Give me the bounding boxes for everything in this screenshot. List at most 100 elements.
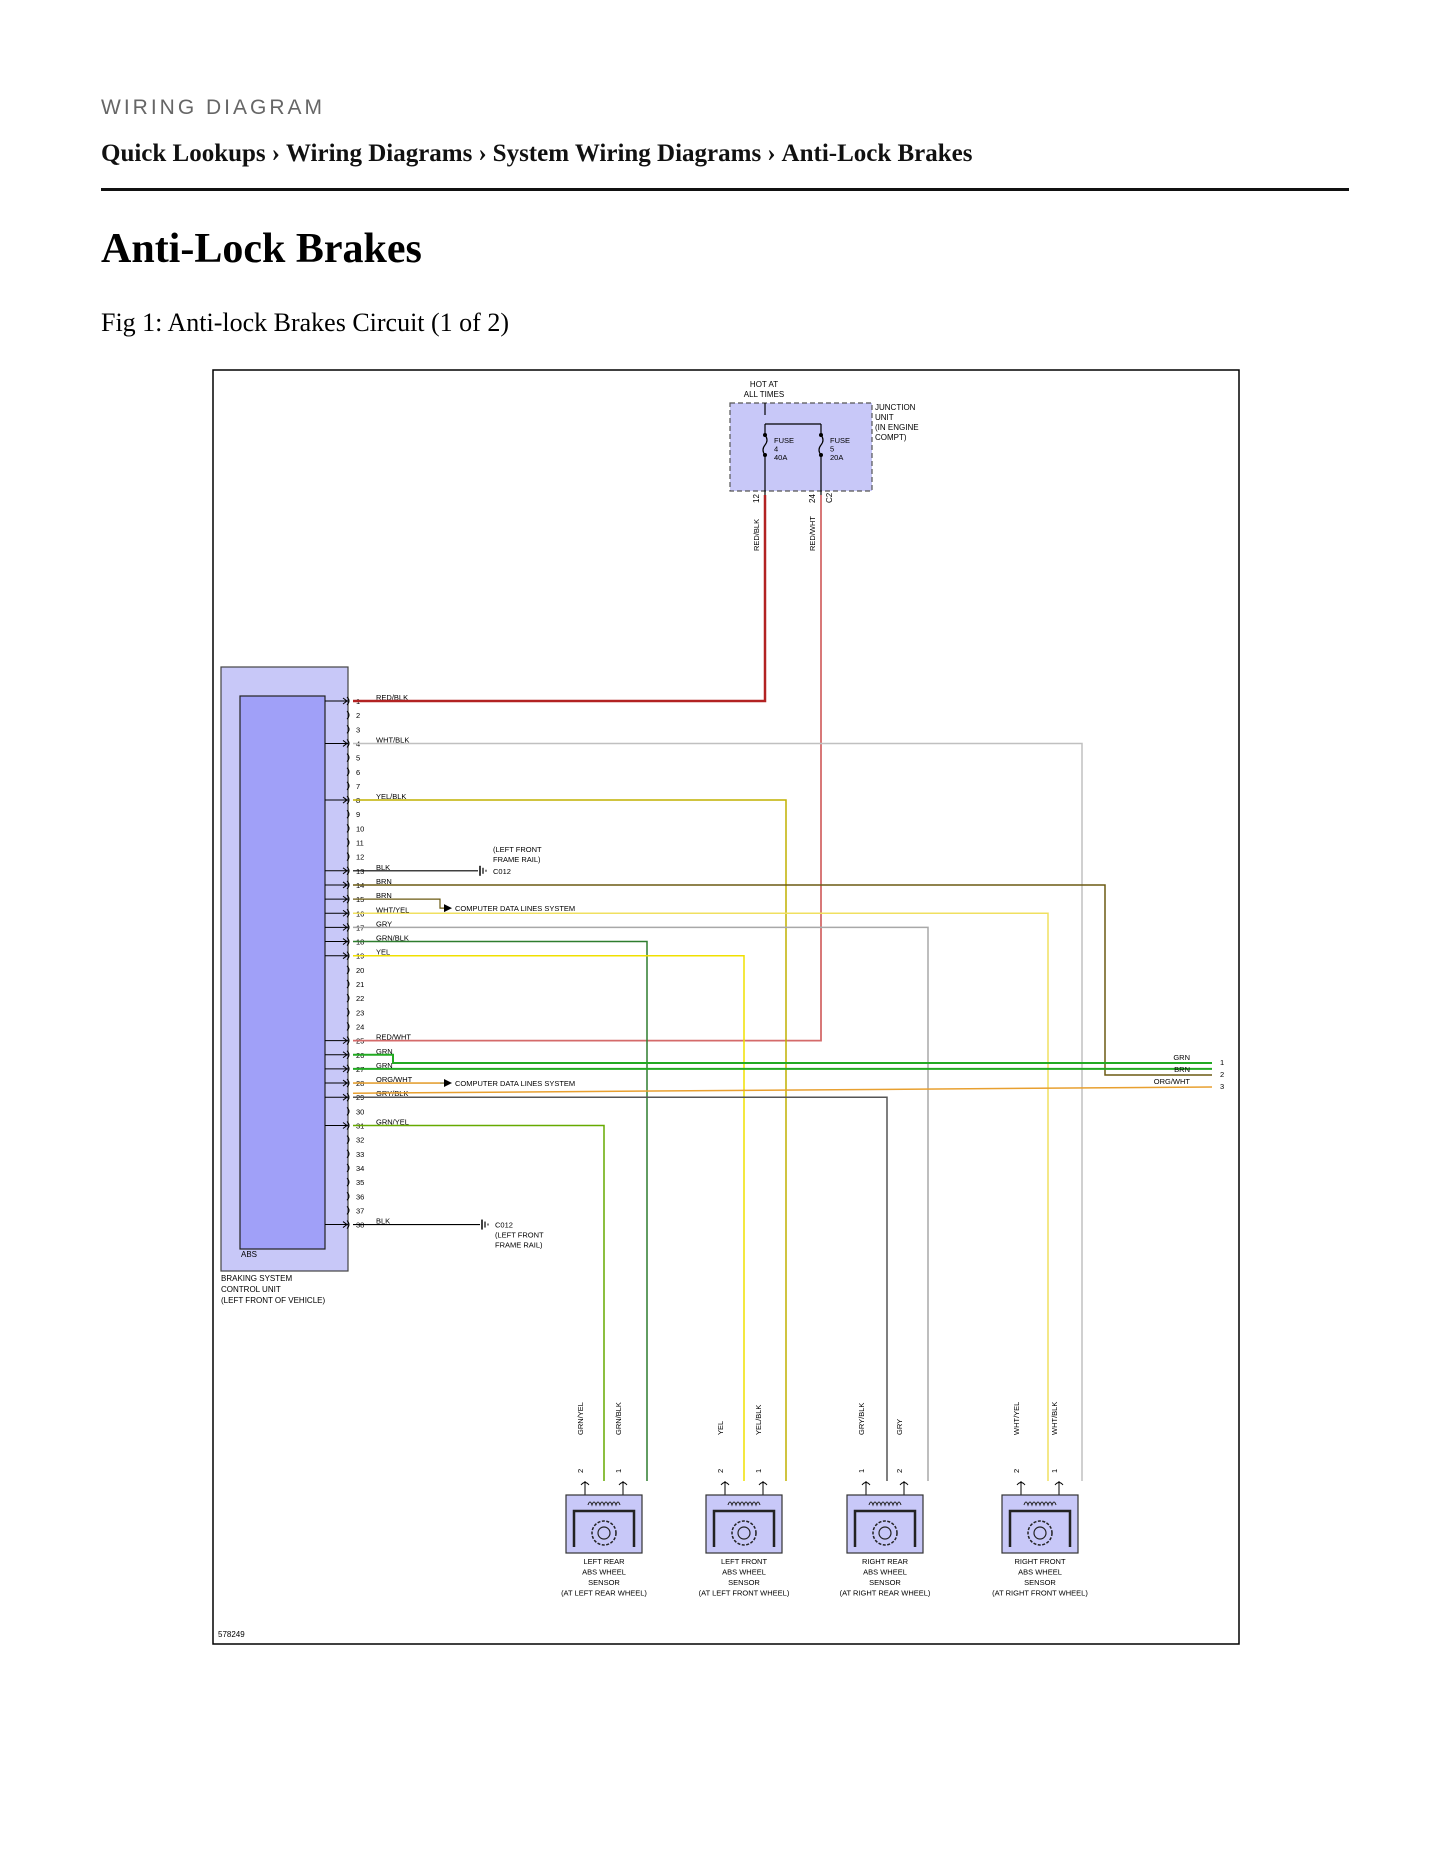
ground-top-name: C012 — [493, 867, 511, 876]
fuse-label: 20A — [830, 453, 843, 462]
pin-wire-label: GRN/YEL — [376, 1118, 409, 1127]
pin-arrow — [342, 938, 348, 945]
pin-number: 35 — [356, 1178, 364, 1187]
right-connector-wire: BRN — [1174, 1065, 1190, 1074]
sensor-terminal — [618, 1482, 628, 1486]
fuse-symbol — [762, 434, 768, 456]
pin-wire-label: RED/BLK — [376, 693, 408, 702]
pin-wire-label: GRY/BLK — [376, 1089, 408, 1098]
sensor-wire-label: GRN/YEL — [576, 1402, 585, 1435]
figure-id: 578249 — [218, 1630, 245, 1639]
pin-number: 32 — [356, 1136, 364, 1145]
wheel-sensor-label: SENSOR — [1024, 1578, 1056, 1587]
cdl-arrow — [444, 1079, 452, 1088]
pin-terminal — [346, 951, 350, 961]
pin-terminal — [346, 795, 350, 805]
pin-terminal — [346, 1050, 350, 1060]
pin-terminal — [346, 1007, 350, 1017]
pin-terminal — [346, 1191, 350, 1201]
pin-arrow — [342, 740, 348, 747]
pin-terminal — [346, 852, 350, 862]
sensor-pin-number: 2 — [1012, 1469, 1021, 1473]
sensor-pin-number: 1 — [614, 1469, 623, 1473]
sensor-terminal — [899, 1482, 909, 1486]
fuse-label: FUSE — [774, 436, 794, 445]
pin-wire-label: ORG/WHT — [376, 1075, 413, 1084]
wire-red-wht — [353, 495, 822, 1042]
fuse-terminal — [819, 433, 823, 437]
sensor-terminal — [580, 1482, 590, 1486]
pin-number: 9 — [356, 810, 360, 819]
wire-brn — [353, 884, 1212, 1076]
ground-bottom-name: C012 — [495, 1221, 513, 1230]
abs-module-label: BRAKING SYSTEM — [221, 1274, 292, 1283]
pin-terminal — [346, 1121, 350, 1130]
pin-arrow — [342, 1079, 348, 1087]
pin-terminal — [346, 753, 350, 762]
pin-terminal — [346, 1078, 350, 1088]
wheel-sensor-label: ABS WHEEL — [582, 1568, 626, 1577]
wheel-sensor-label: (AT LEFT FRONT WHEEL) — [699, 1589, 790, 1598]
pin-wire-label: YEL/BLK — [376, 792, 406, 801]
diagram-frame — [212, 369, 1240, 1645]
pin-arrow — [342, 952, 348, 960]
header-divider — [101, 188, 1349, 191]
pin-wire-label: BRN — [376, 891, 392, 900]
pin-number: 23 — [356, 1008, 364, 1017]
pin-number: 10 — [356, 824, 364, 833]
pin-number: 5 — [356, 754, 360, 763]
wire-yel-blk — [353, 799, 787, 1481]
junction-wire-label: RED/BLK — [752, 519, 761, 551]
ground-top-location: (LEFT FRONT — [493, 845, 542, 854]
fuse-label: 4 — [774, 445, 778, 454]
pin-terminal — [346, 1206, 350, 1215]
pin-number: 30 — [356, 1107, 364, 1116]
right-connector-pin: 3 — [1220, 1082, 1224, 1091]
pin-terminal — [346, 965, 350, 975]
pin-wire-label: BLK — [376, 863, 390, 872]
pin-terminal — [346, 1064, 350, 1074]
wire-gry-blk — [353, 1096, 888, 1481]
sensor-terminal — [861, 1482, 871, 1486]
tone-ring-icon — [872, 1520, 898, 1546]
pin-wire-label: WHT/YEL — [376, 905, 409, 914]
sensor-pin-number: 2 — [576, 1469, 585, 1473]
sensor-wire-label: WHT/YEL — [1012, 1402, 1021, 1435]
junction-pin-number: 12 — [752, 494, 761, 503]
wheel-sensor-label: SENSOR — [869, 1578, 901, 1587]
tone-ring-hub — [597, 1526, 611, 1540]
pin-terminal — [346, 866, 350, 876]
pin-terminal — [346, 823, 350, 833]
pin-wire-label: GRN/BLK — [376, 934, 409, 943]
pin-terminal — [346, 767, 350, 777]
pin-terminal — [346, 1163, 350, 1173]
pin-number: 6 — [356, 768, 360, 777]
sensor-magnet — [572, 1509, 636, 1547]
breadcrumb-system-wiring-diagrams[interactable]: System Wiring Diagrams — [492, 140, 762, 167]
pin-terminal — [346, 739, 350, 748]
breadcrumb-wiring-diagrams[interactable]: Wiring Diagrams — [286, 140, 473, 167]
pin-number: 3 — [356, 725, 360, 734]
pin-arrow — [342, 1093, 348, 1101]
sensor-pin-number: 2 — [716, 1469, 725, 1473]
wheel-sensor-label: SENSOR — [728, 1578, 760, 1587]
breadcrumb-separator: › — [767, 140, 776, 167]
pin-number: 7 — [356, 782, 360, 791]
pin-arrow — [342, 697, 348, 705]
sensor-coil — [727, 1501, 761, 1507]
pin-arrow — [342, 1051, 348, 1059]
hot-at-all-times-label: ALL TIMES — [744, 390, 784, 399]
pin-number: 20 — [356, 966, 364, 975]
breadcrumb-anti-lock-brakes[interactable]: Anti-Lock Brakes — [781, 140, 973, 167]
wire-red-blk — [353, 495, 767, 703]
pin-terminal — [346, 838, 350, 847]
breadcrumb-quick-lookups[interactable]: Quick Lookups — [101, 140, 266, 167]
pin-arrow — [342, 909, 348, 917]
wire-grn — [353, 1053, 1212, 1064]
pin-wire-label: RED/WHT — [376, 1033, 411, 1042]
ground-top-location: FRAME RAIL) — [493, 855, 541, 864]
junction-connector-id: C2 — [825, 492, 834, 503]
right-connector-pin: 2 — [1220, 1070, 1224, 1079]
page-kicker: WIRING DIAGRAM — [101, 96, 325, 119]
